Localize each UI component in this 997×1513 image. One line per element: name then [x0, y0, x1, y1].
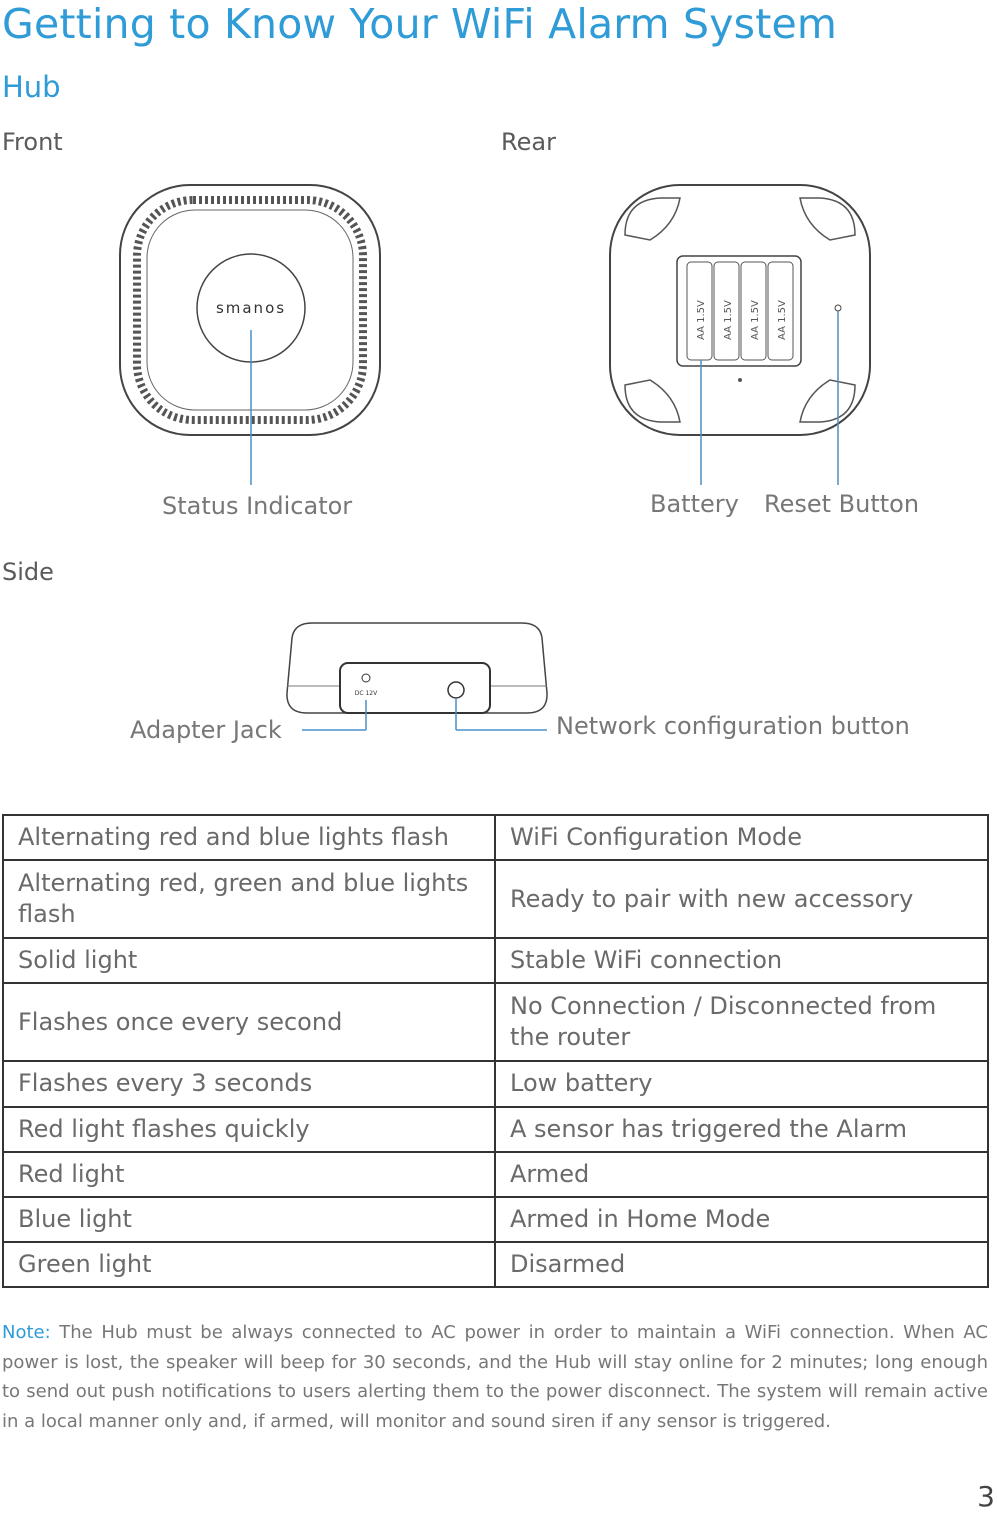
table-row: Red light Armed — [2, 1150, 989, 1198]
hub-rear-illustration: AA 1.5V AA 1.5V AA 1.5V AA 1.5V — [609, 184, 871, 485]
table-row: Alternating red, green and blue lights f… — [2, 859, 989, 940]
battery-cell-label: AA 1.5V — [723, 300, 734, 340]
status-meaning-cell: Ready to pair with new accessory — [494, 859, 989, 940]
table-row: Red light flashes quickly A sensor has t… — [2, 1105, 989, 1153]
dc-label: DC 12V — [355, 690, 378, 697]
status-meaning-cell: No Connection / Disconnected from the ro… — [494, 982, 989, 1063]
side-view-label: Side — [2, 558, 54, 586]
rear-view-label: Rear — [501, 128, 556, 156]
note-paragraph: Note: The Hub must be always connected t… — [2, 1318, 988, 1437]
light-pattern-cell: Green light — [2, 1241, 496, 1289]
status-meaning-cell: Disarmed — [494, 1241, 989, 1289]
table-row: Flashes once every second No Connection … — [2, 982, 989, 1063]
table-row: Alternating red and blue lights flash Wi… — [2, 813, 989, 862]
hub-side-illustration: DC 12V — [286, 622, 548, 731]
status-meaning-cell: Stable WiFi connection — [494, 937, 989, 985]
network-button-callout: Network configuration button — [556, 712, 910, 740]
brand-logo: smanos — [216, 299, 286, 317]
battery-cell-label: AA 1.5V — [696, 300, 707, 340]
table-row: Blue light Armed in Home Mode — [2, 1195, 989, 1244]
battery-cell-label: AA 1.5V — [777, 300, 788, 340]
light-pattern-cell: Alternating red, green and blue lights f… — [2, 859, 496, 940]
light-pattern-cell: Flashes once every second — [2, 982, 496, 1063]
table-row: Green light Disarmed — [2, 1241, 989, 1289]
hub-front-illustration: smanos — [119, 184, 381, 485]
table-row: Solid light Stable WiFi connection — [2, 937, 989, 985]
status-meaning-cell: A sensor has triggered the Alarm — [494, 1105, 989, 1153]
light-pattern-cell: Alternating red and blue lights flash — [2, 813, 496, 862]
note-text: The Hub must be always connected to AC p… — [2, 1322, 988, 1433]
front-view-label: Front — [2, 128, 63, 156]
light-pattern-cell: Blue light — [2, 1195, 496, 1244]
status-meaning-cell: Armed in Home Mode — [494, 1195, 989, 1244]
battery-callout: Battery — [650, 490, 739, 518]
light-pattern-cell: Flashes every 3 seconds — [2, 1060, 496, 1108]
table-row: Flashes every 3 seconds Low battery — [2, 1060, 989, 1108]
light-pattern-cell: Red light flashes quickly — [2, 1105, 496, 1153]
status-indicator-callout: Status Indicator — [162, 492, 353, 520]
page-number: 3 — [977, 1480, 995, 1513]
battery-cell-label: AA 1.5V — [750, 300, 761, 340]
light-pattern-cell: Solid light — [2, 937, 496, 985]
status-light-table: Alternating red and blue lights flash Wi… — [2, 813, 989, 1289]
section-heading: Hub — [2, 70, 61, 104]
note-label: Note: — [2, 1322, 51, 1343]
status-meaning-cell: WiFi Configuration Mode — [494, 813, 989, 862]
page-title: Getting to Know Your WiFi Alarm System — [2, 0, 838, 48]
reset-button-callout: Reset Button — [764, 490, 920, 518]
adapter-jack-callout: Adapter Jack — [130, 716, 282, 744]
status-meaning-cell: Armed — [494, 1150, 989, 1198]
status-meaning-cell: Low battery — [494, 1060, 989, 1108]
light-pattern-cell: Red light — [2, 1150, 496, 1198]
